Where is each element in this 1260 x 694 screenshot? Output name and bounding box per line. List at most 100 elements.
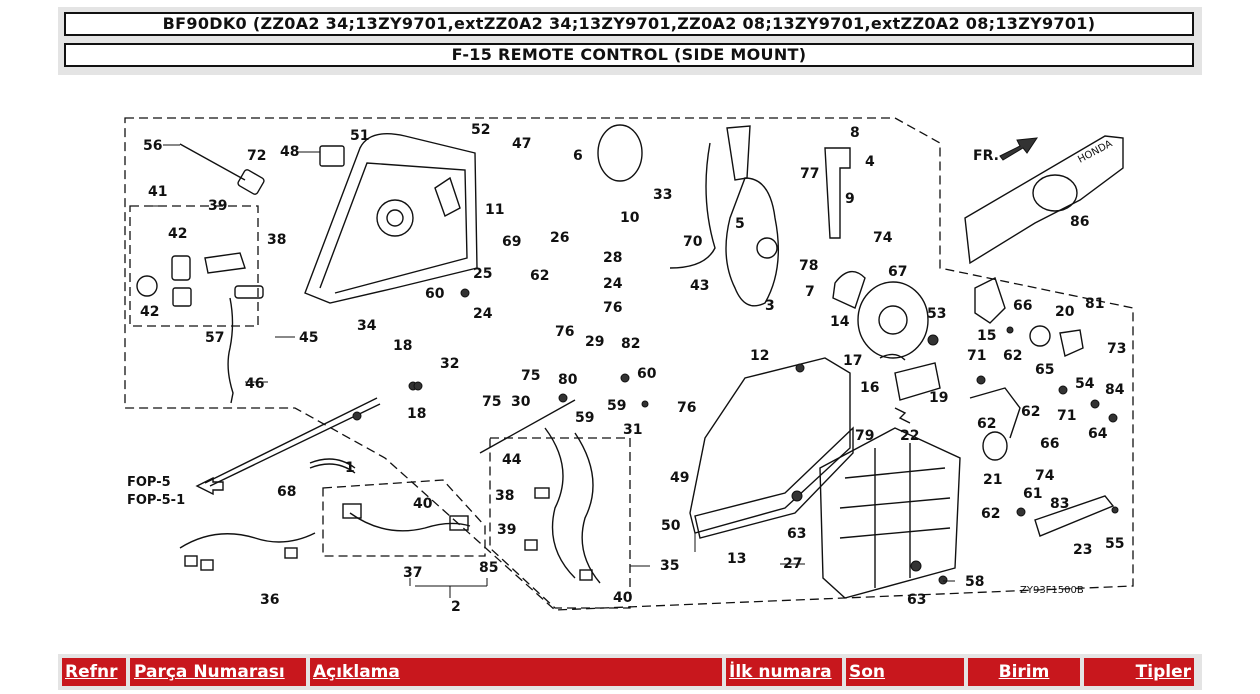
callout-21: 21 [983,472,1002,488]
group-boundary [124,117,1134,611]
callout-51: 51 [350,128,369,144]
callout-15: 15 [977,328,996,344]
callout-54: 54 [1075,376,1095,392]
callout-69: 69 [502,234,521,250]
callout-20: 20 [1055,304,1075,320]
column-first-number[interactable]: İlk numara [726,658,842,686]
callout-48: 48 [280,144,299,160]
callout-72: 72 [247,148,266,164]
callout-40a: 40 [413,496,433,512]
callout-76c: 76 [677,400,696,416]
callout-45: 45 [299,330,318,346]
callout-82: 82 [621,336,640,352]
callout-84: 84 [1105,382,1125,398]
callout-70: 70 [683,234,703,250]
mount-plate [689,357,851,534]
callout-66a: 66 [1013,298,1032,314]
callout-63a: 63 [787,526,806,542]
callout-85: 85 [479,560,498,576]
callout-55: 55 [1105,536,1124,552]
callout-64: 64 [1088,426,1108,442]
callout-73: 73 [1107,341,1126,357]
column-part-number[interactable]: Parça Numarası [130,658,306,686]
callout-17: 17 [843,353,862,369]
callout-75a: 75 [482,394,501,410]
callout-29: 29 [585,334,604,350]
grille-plate [819,427,961,599]
callout-12: 12 [750,348,769,364]
harness-group [322,479,486,557]
callout-74b: 74 [1035,468,1055,484]
callout-61: 61 [1023,486,1042,502]
column-description[interactable]: Açıklama [310,658,722,686]
column-refnr[interactable]: Refnr [62,658,126,686]
callout-23: 23 [1073,542,1092,558]
callout-26: 26 [550,230,569,246]
callout-71a: 71 [967,348,986,364]
callout-81: 81 [1085,296,1104,312]
callout-labels: 1 2 3 4 5 6 7 8 9 10 11 12 13 14 15 16 1… [140,122,1126,615]
callout-9: 9 [845,191,855,207]
callout-68: 68 [277,484,296,500]
column-types[interactable]: Tipler [1084,658,1194,686]
callout-62c: 62 [977,416,996,432]
callout-38a: 38 [267,232,286,248]
callout-10: 10 [620,210,640,226]
callout-40b: 40 [613,590,633,606]
callout-37: 37 [403,565,422,581]
callout-43: 43 [690,278,709,294]
callout-67: 67 [888,264,907,280]
callout-57: 57 [205,330,224,346]
callout-62d: 62 [1021,404,1040,420]
callout-58: 58 [965,574,984,590]
callout-2: 2 [451,599,461,615]
fop-label-2: FOP-5-1 [127,493,185,508]
callout-66b: 66 [1040,436,1059,452]
key-switch-group [129,205,259,327]
throttle-lever [726,125,751,181]
callout-76a: 76 [555,324,574,340]
callout-62b: 62 [1003,348,1022,364]
callout-28: 28 [603,250,622,266]
callout-53: 53 [927,306,946,322]
callout-65: 65 [1035,362,1054,378]
callout-60a: 60 [425,286,445,302]
drawing-code: ZY93F1500B [1020,585,1084,596]
callout-80: 80 [558,372,578,388]
callout-30: 30 [511,394,531,410]
callout-3: 3 [765,298,775,314]
callout-59a: 59 [575,410,594,426]
callout-49: 49 [670,470,689,486]
callout-18a: 18 [393,338,412,354]
callout-50: 50 [661,518,681,534]
callout-31: 31 [623,422,642,438]
model-title: BF90DK0 (ZZ0A2 34;13ZY9701,extZZ0A2 34;1… [64,12,1194,36]
section-title: F-15 REMOTE CONTROL (SIDE MOUNT) [64,43,1194,67]
callout-79: 79 [855,428,874,444]
callout-24a: 24 [473,306,493,322]
wire-group [489,437,631,609]
callout-62a: 62 [530,268,549,284]
front-arrow-icon [999,137,1039,161]
callout-4: 4 [865,154,875,170]
callout-75b: 75 [521,368,540,384]
parts-table-header: Refnr Parça Numarası Açıklama İlk numara… [58,654,1202,690]
callout-33: 33 [653,187,672,203]
column-unit[interactable]: Birim [968,658,1080,686]
callout-60b: 60 [637,366,657,382]
callout-22: 22 [900,428,919,444]
callout-83: 83 [1050,496,1069,512]
control-box-case [304,133,478,304]
callout-56: 56 [143,138,162,154]
callout-63b: 63 [907,592,926,608]
callout-35: 35 [660,558,679,574]
callout-1: 1 [345,460,355,476]
column-last[interactable]: Son [846,658,964,686]
callout-77: 77 [800,166,819,182]
callout-46: 46 [245,376,264,392]
callout-86: 86 [1070,214,1089,230]
callout-71b: 71 [1057,408,1076,424]
callout-25: 25 [473,266,492,282]
callout-52: 52 [471,122,490,138]
callout-36: 36 [260,592,279,608]
